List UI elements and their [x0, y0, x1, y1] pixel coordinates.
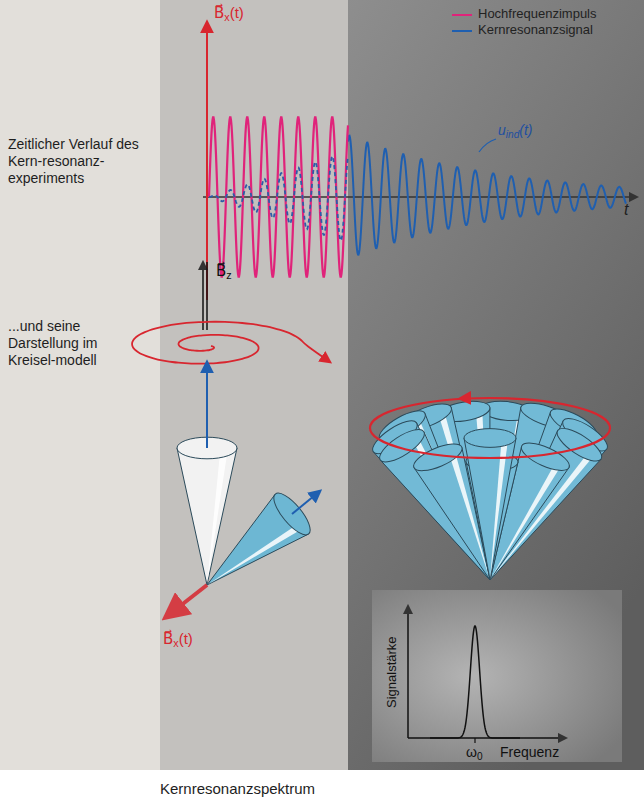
tilted-gyroscope [207, 488, 316, 585]
precessing-gyroscope [464, 429, 516, 580]
legend-entry: Kernresonanzsignal [478, 22, 593, 37]
field-label: B⃗x(t) [163, 630, 193, 648]
model-caption: ...und seine Darstellung im Kreisel-mode… [8, 318, 140, 368]
field-label: B⃗z [216, 262, 232, 280]
leader-line [479, 139, 496, 152]
induced-voltage-wave [209, 156, 348, 241]
pulse-panel [160, 0, 348, 770]
bx-axis-arrow [206, 22, 208, 300]
figure-caption: Kernresonanzspektrum [160, 780, 315, 798]
nmr-signal-wave [348, 136, 626, 255]
axis-title: Frequenz [500, 744, 559, 761]
field-label: B⃗x(t) [214, 4, 244, 22]
rf-pulse-wave [209, 117, 348, 276]
left-margin-panel [0, 0, 160, 770]
legend-sample-line [452, 30, 472, 32]
dephasing-fan [368, 398, 612, 580]
gyroscope-model [132, 262, 330, 617]
spectrum-plot [408, 606, 566, 743]
frequency-mark: ω0 [466, 744, 483, 761]
spectrum-inset [372, 590, 622, 762]
signal-panel [348, 0, 644, 770]
legend-entry: Hochfrequenzimpuls [478, 6, 597, 21]
axis-title: Signalstärke [384, 636, 400, 708]
signal-label: uind(t) [498, 122, 532, 139]
axis-caption: Zeitlicher Verlauf des Kern-resonanz-exp… [8, 136, 140, 186]
legend-sample-line [452, 14, 472, 16]
axis-label: t [624, 200, 628, 219]
